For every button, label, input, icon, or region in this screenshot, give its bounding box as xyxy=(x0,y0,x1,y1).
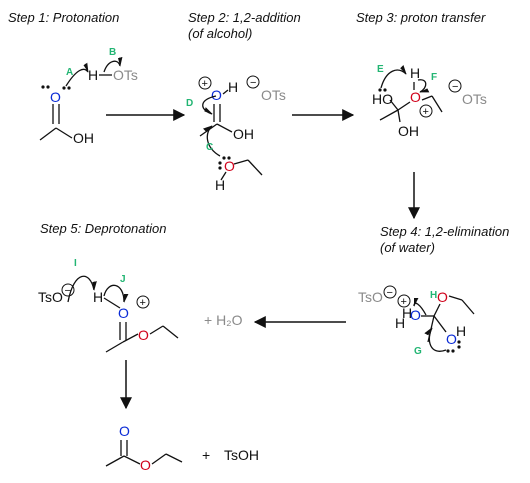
step3-oh-bottom: OH xyxy=(398,123,419,139)
step2-ethanol-h: H xyxy=(215,177,225,193)
step2-structure: + O H OH D − OTs O H C xyxy=(186,75,286,193)
step3-label: Step 3: proton transfer xyxy=(356,10,486,25)
product-carbonyl-oxygen: O xyxy=(119,423,130,439)
step2-minus-charge: − xyxy=(250,77,256,89)
step4-label: Step 4: 1,2-elimination xyxy=(380,224,509,239)
arrow-label-i: I xyxy=(74,258,77,269)
step4-leaving-oxygen: O xyxy=(410,307,421,323)
step2-hydroxyl: OH xyxy=(233,126,254,142)
step4-plus-charge: + xyxy=(401,296,407,308)
step1-acid-hydrogen: H xyxy=(88,67,98,83)
step5-carbonyl-oxygen: O xyxy=(118,305,129,321)
step5-plus-charge: + xyxy=(140,297,146,309)
product-structure: O O + TsOH xyxy=(105,423,259,473)
step2-ethanol-oxygen: O xyxy=(224,158,235,174)
arrow-label-e: E xyxy=(377,64,384,75)
step1-structure: O OH H OTs A B xyxy=(39,47,138,146)
water-byproduct: + H₂O xyxy=(204,312,243,328)
step2-plus-charge: + xyxy=(202,78,208,90)
step4-h2: H xyxy=(395,315,405,331)
step5-tosylate: TsO xyxy=(38,289,63,305)
step5-h: H xyxy=(93,289,103,305)
step3-structure: HO OH O H + E F − OTs xyxy=(372,64,487,139)
step2-tosylate: OTs xyxy=(261,87,286,103)
step1-carbonyl-oxygen: O xyxy=(50,89,61,105)
step4-tosylate: TsO xyxy=(358,289,383,305)
step5-label: Step 5: Deprotonation xyxy=(40,221,166,236)
arrow-label-j: J xyxy=(120,274,126,285)
step3-plus-charge: + xyxy=(423,106,429,118)
product-plus: + xyxy=(202,447,210,463)
product-tsoh: TsOH xyxy=(224,447,259,463)
arrow-label-f: F xyxy=(431,72,437,83)
step4-structure: TsO − + H H O O O H G H xyxy=(358,285,475,357)
step5-structure: TsO − H O + O I J xyxy=(38,258,179,353)
step4-h1: H xyxy=(402,305,412,321)
arrow-label-c: C xyxy=(206,142,213,153)
step1-tosylate: OTs xyxy=(113,67,138,83)
step1-hydroxyl: OH xyxy=(73,130,94,146)
step5-ether-oxygen: O xyxy=(138,327,149,343)
step4-sublabel: (of water) xyxy=(380,240,435,255)
arrow-label-d: D xyxy=(186,98,193,109)
step1-label: Step 1: Protonation xyxy=(8,10,119,25)
step3-ho-left: HO xyxy=(372,91,393,107)
step3-oxonium-oxygen: O xyxy=(410,89,421,105)
step4-ether-oxygen: O xyxy=(437,289,448,305)
step2-label: Step 2: 1,2-addition xyxy=(188,10,301,25)
arrow-label-h: H xyxy=(430,290,437,301)
step5-minus-charge: − xyxy=(65,285,71,297)
product-ether-oxygen: O xyxy=(140,457,151,473)
step3-tosylate: OTs xyxy=(462,91,487,107)
step4-hydroxyl-oxygen: O xyxy=(446,331,457,347)
step3-minus-charge: − xyxy=(452,81,458,93)
step3-h-top: H xyxy=(410,65,420,81)
arrow-label-b: B xyxy=(109,47,116,58)
arrow-label-a: A xyxy=(66,67,73,78)
step4-minus-charge: − xyxy=(387,287,393,299)
step2-sublabel: (of alcohol) xyxy=(188,26,252,41)
step4-hydroxyl-h: H xyxy=(456,323,466,339)
arrow-label-g: G xyxy=(414,346,422,357)
step2-oxygen: O xyxy=(211,87,222,103)
step2-h: H xyxy=(228,79,238,95)
